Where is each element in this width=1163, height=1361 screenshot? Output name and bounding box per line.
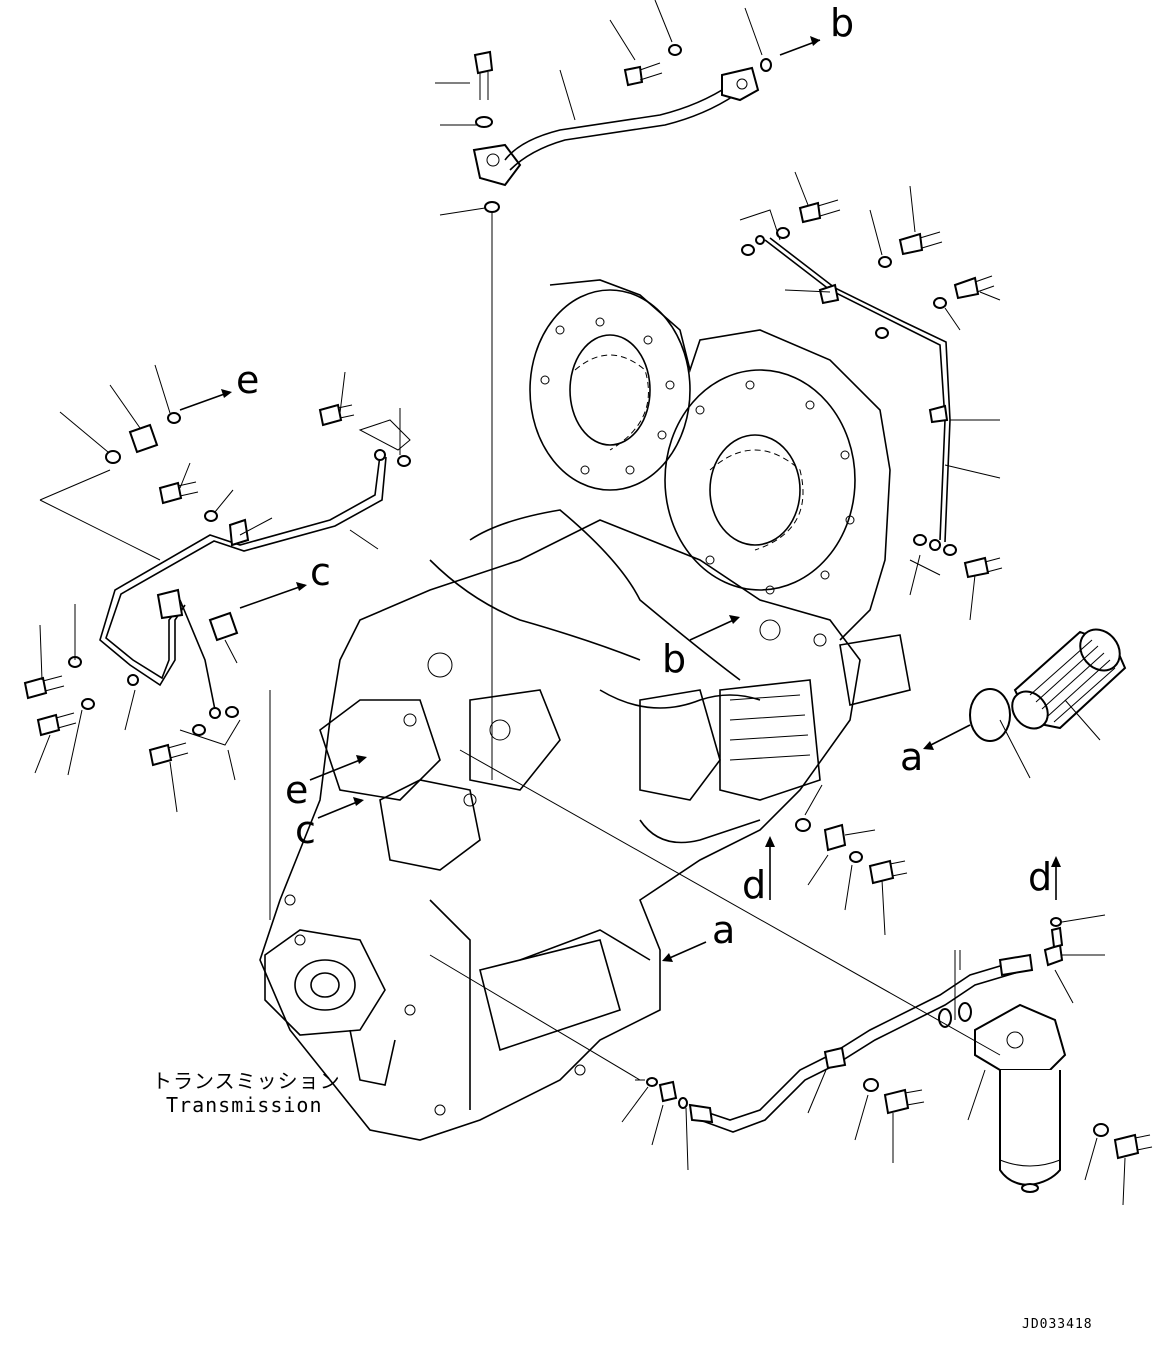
callout-a-center: a [712, 908, 735, 952]
housing-bolts [540, 317, 855, 595]
callout-d-center: d [742, 863, 766, 907]
callout-a-right: a [900, 735, 923, 779]
caption-japanese: トランスミッション [152, 1069, 341, 1093]
transmission-housing [259, 279, 911, 1141]
callout-b-center: b [662, 637, 686, 681]
housing-fittings [284, 619, 827, 1116]
callout-b-top: b [830, 1, 854, 45]
right-pipe-assembly [739, 199, 1003, 579]
callout-d-right: d [1028, 855, 1052, 899]
callout-e-left: e [236, 358, 259, 402]
leader-lines [34, 0, 1126, 1206]
left-pipe-assembly [23, 403, 411, 920]
callout-c-center: c [295, 808, 316, 852]
callout-e-center: e [285, 768, 308, 812]
top-oil-pipe-assembly [472, 44, 772, 780]
caption-english: Transmission [166, 1093, 323, 1117]
callout-arrows [179, 36, 1061, 962]
filter-element [969, 628, 1127, 742]
line-filter-assembly [429, 749, 1153, 1193]
callout-c-left: c [310, 550, 331, 594]
drawing-code: JD033418 [1022, 1317, 1093, 1332]
